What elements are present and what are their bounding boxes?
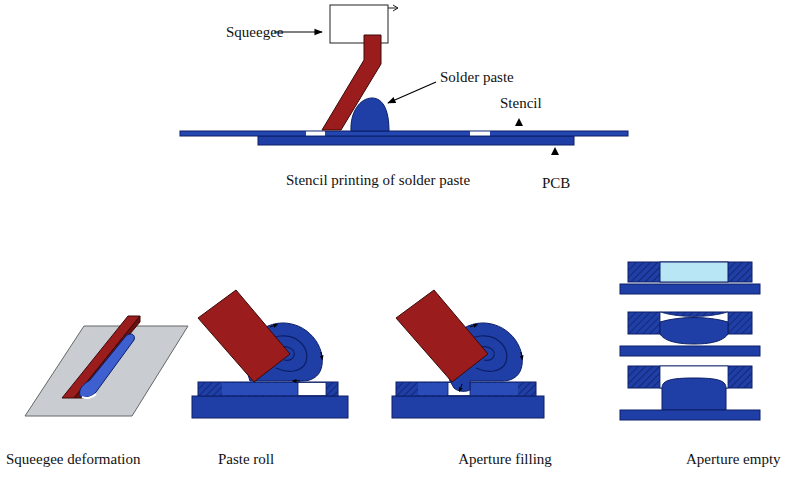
part-label: Squeegee: [226, 23, 283, 41]
squeegee-deformation-figure: [25, 316, 188, 416]
panel-caption: Squeegee deformation: [6, 450, 141, 468]
figure-caption: Stencil printing of solder paste: [286, 171, 470, 189]
part-label: Solder paste: [440, 68, 514, 86]
top-figure: [180, 5, 628, 155]
pcb: [258, 136, 574, 145]
panel-caption: Aperture filling: [458, 450, 552, 468]
aperture: [470, 132, 490, 136]
paste-roll-figure: [192, 290, 348, 418]
pointer: [515, 118, 523, 126]
part-label: PCB: [542, 174, 570, 192]
aperture-empty-figure: [620, 262, 760, 420]
part-label: Stencil: [500, 94, 542, 112]
solder-paste: [351, 98, 389, 131]
pointer: [551, 147, 559, 155]
stencil: [180, 131, 628, 136]
aperture-filling-figure: [392, 290, 544, 418]
aperture: [306, 132, 325, 136]
panel-caption: Aperture empty: [686, 450, 781, 468]
leader-line: [388, 82, 436, 103]
holder-flag: [388, 5, 398, 11]
panel-caption: Paste roll: [218, 450, 274, 468]
